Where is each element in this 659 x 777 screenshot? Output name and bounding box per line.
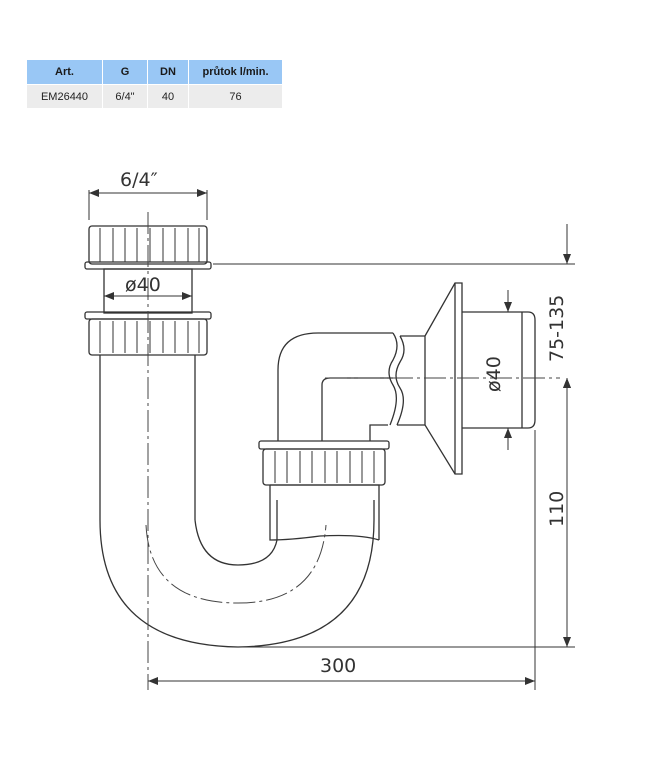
- dim-thread: 6/4″: [120, 169, 158, 191]
- cell-art: EM26440: [26, 84, 103, 109]
- table-row: EM26440 6/4" 40 76: [26, 84, 283, 109]
- elbow: [277, 332, 393, 441]
- header-dn: DN: [147, 59, 189, 85]
- spec-table: Art. G DN průtok l/min. EM26440 6/4" 40 …: [26, 59, 283, 109]
- cell-flow: 76: [188, 84, 283, 109]
- dim-width: 300: [320, 655, 356, 677]
- dim-dia-wall: ø40: [483, 356, 505, 392]
- cell-g: 6/4": [102, 84, 148, 109]
- wall-rosette: [424, 282, 463, 475]
- header-flow: průtok l/min.: [188, 59, 283, 85]
- spec-table-header-row: Art. G DN průtok l/min.: [26, 59, 283, 85]
- dim-adjust-range: 75-135: [546, 295, 568, 362]
- outlet-nut: [258, 440, 390, 541]
- vertical-pipe: [99, 355, 196, 520]
- u-bend: [99, 500, 375, 648]
- cell-dn: 40: [147, 84, 189, 109]
- wall-pipe: [462, 311, 536, 429]
- break-line: [388, 332, 405, 426]
- dim-dia-top: ø40: [125, 274, 161, 296]
- header-art: Art.: [26, 59, 103, 85]
- dim-height: 110: [546, 491, 568, 527]
